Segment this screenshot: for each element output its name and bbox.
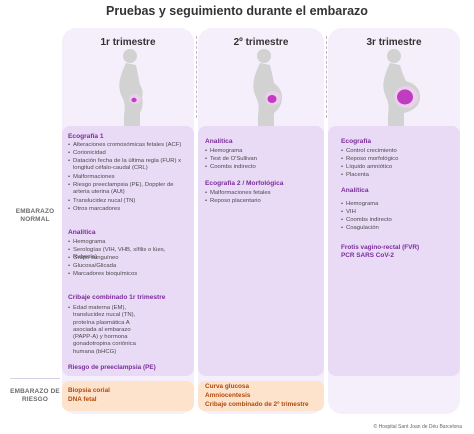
list-item: •Glucosa/Glicada — [68, 263, 117, 269]
col2-risk-item: Cribaje combinado de 2º trimestre — [205, 401, 309, 408]
row-label-risk: EMBARAZO DE RIESGO — [10, 388, 60, 403]
list-item: •Edad materna (EM), translucidez nucal (… — [68, 305, 136, 355]
pregnancy-figure-3 — [383, 49, 420, 127]
row-label-normal: EMBARAZO NORMAL — [15, 208, 55, 223]
column-heading-2: 2º trimestre — [233, 37, 289, 48]
list-item: •Hemograma — [341, 201, 379, 207]
list-item: •Líquido amniótico — [341, 164, 393, 170]
page-title: Pruebas y seguimiento durante el embaraz… — [106, 4, 368, 18]
list-item: •Hemograma — [205, 148, 243, 154]
col1-ana-title: Analítica — [68, 229, 96, 236]
row-divider — [10, 378, 60, 379]
col1-risk-item: DNA fetal — [68, 396, 97, 403]
column-divider — [326, 36, 327, 118]
col3-extra-item: PCR SARS CoV-2 — [341, 252, 394, 259]
list-item: •Otros marcadores — [68, 206, 121, 212]
col2-risk-item: Amniocentesis — [205, 392, 251, 399]
list-item: •Serologías (VIH, VHB, sífilis o lúes, R… — [68, 247, 166, 261]
list-item: •Test de O'Sullivan — [205, 156, 257, 162]
panel-normal-3 — [328, 126, 460, 376]
list-item: •Reposo placentario — [205, 198, 261, 204]
panel-risk-2 — [198, 381, 324, 411]
list-item: •Malformaciones — [68, 174, 115, 180]
col1-risk-item: Biopsia corial — [68, 387, 110, 394]
list-item: •VIH — [341, 209, 356, 215]
col1-crib-title: Cribaje combinado 1r trimestre — [68, 294, 166, 301]
col1-eco-title: Ecografía 1 — [68, 133, 104, 140]
panel-risk-1 — [62, 381, 194, 411]
column-divider — [196, 36, 197, 118]
list-item: •Marcadores bioquímicos — [68, 271, 138, 277]
col3-ana-title: Analítica — [341, 187, 369, 194]
list-item: •Translucidez nucal (TN) — [68, 198, 136, 204]
column-heading-3: 3r trimestre — [366, 37, 422, 48]
panel-normal-2 — [198, 126, 324, 376]
column-heading-1: 1r trimestre — [100, 37, 156, 48]
col2-eco-title: Ecografía 2 / Morfológica — [205, 180, 284, 187]
col1-risk-pe: Riesgo de preeclampsia (PE) — [68, 364, 156, 371]
list-item: •Riesgo preeclampsia (PE), Doppler de ar… — [68, 182, 174, 196]
col3-extra-item: Frotis vagino-rectal (FVR) — [341, 244, 420, 251]
list-item: •Malformaciones fetales — [205, 190, 271, 196]
panel-normal-1 — [62, 126, 194, 376]
list-item: •Corionicidad — [68, 150, 106, 156]
list-item: •Grupo sanguíneo — [68, 255, 119, 261]
list-item: •Coombs indirecto — [341, 217, 392, 223]
pregnancy-figure-2 — [253, 49, 282, 127]
list-item: •Reposo morfológico — [341, 156, 399, 162]
footer-credit: © Hospital Sant Joan de Déu Barcelona — [373, 424, 462, 430]
col3-eco-title: Ecografía — [341, 138, 372, 145]
list-item: •Placenta — [341, 172, 369, 178]
list-item: •Hemograma — [68, 239, 106, 245]
list-item: •Datación fecha de la última regla (FUR)… — [68, 158, 182, 172]
list-item: •Coombs indirecto — [205, 164, 256, 170]
list-item: •Coagulación — [341, 225, 379, 231]
pregnancy-figure-1 — [119, 49, 143, 127]
col2-risk-item: Curva glucosa — [205, 383, 250, 390]
col2-ana-title: Analítica — [205, 138, 233, 145]
list-item: •Control crecimiento — [341, 148, 397, 154]
list-item: •Alteraciones cromosómicas fetales (ACF) — [68, 142, 182, 148]
